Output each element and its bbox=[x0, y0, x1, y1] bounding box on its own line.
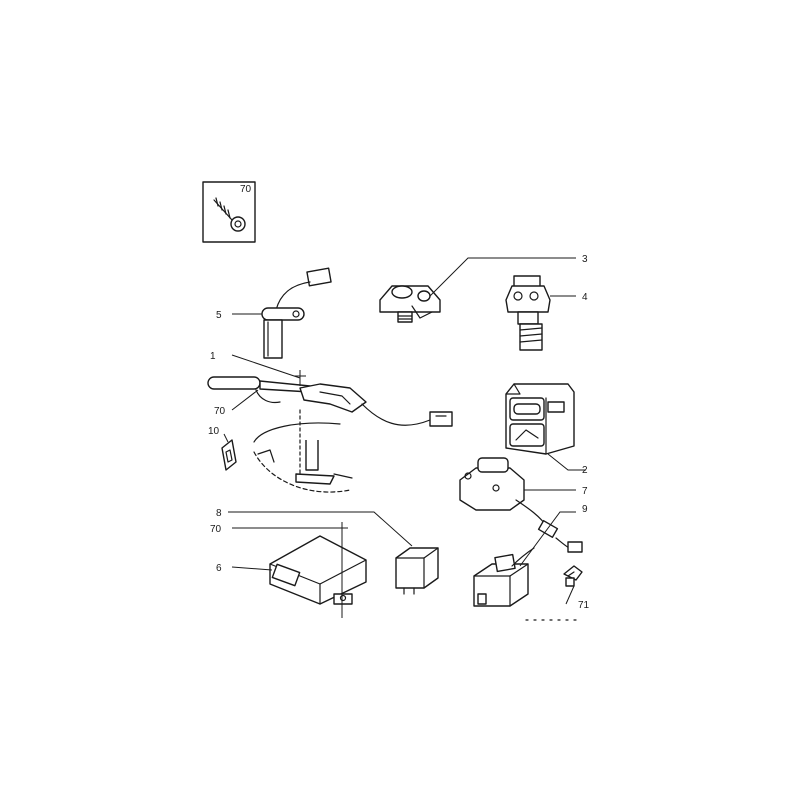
callout-7: 7 bbox=[582, 486, 588, 497]
leader-70-a bbox=[231, 354, 301, 379]
leader-8 bbox=[228, 511, 413, 547]
leader-1 bbox=[231, 389, 259, 411]
clip-icon bbox=[563, 565, 583, 587]
relay-with-lead-icon bbox=[473, 547, 535, 607]
speedometer-drive-icon bbox=[505, 275, 551, 351]
callout-10: 10 bbox=[208, 426, 220, 437]
stalk-switch-icon bbox=[207, 376, 453, 427]
leader-3 bbox=[429, 257, 576, 297]
inertia-switch-icon bbox=[459, 457, 583, 553]
column-shroud bbox=[253, 409, 353, 493]
leader-2 bbox=[547, 453, 586, 471]
callout-71: 71 bbox=[578, 600, 590, 611]
leader-10 bbox=[223, 433, 229, 443]
callout-3: 3 bbox=[582, 254, 588, 265]
callout-6: 6 bbox=[216, 563, 222, 574]
screw-icon bbox=[213, 197, 246, 232]
leader-71 bbox=[565, 585, 575, 605]
relay-icon bbox=[395, 547, 439, 595]
callout-1: 70 bbox=[214, 406, 226, 417]
screw-inset: 70 bbox=[202, 181, 256, 243]
callout-2: 2 bbox=[582, 465, 588, 476]
leader-6 bbox=[231, 566, 273, 571]
callout-70-inset: 70 bbox=[240, 184, 252, 195]
grommet-icon bbox=[221, 439, 237, 471]
crank-sensor-icon bbox=[261, 267, 332, 359]
callout-8: 8 bbox=[216, 508, 222, 519]
callout-70-a: 1 bbox=[210, 351, 216, 362]
callout-5: 5 bbox=[216, 310, 222, 321]
ecu-module-icon bbox=[269, 535, 367, 605]
window-switch-icon bbox=[505, 383, 575, 455]
callout-70-b: 70 bbox=[210, 524, 222, 535]
speed-sensor-icon bbox=[379, 285, 441, 323]
callout-9: 9 bbox=[582, 504, 588, 515]
leader-9 bbox=[519, 511, 576, 567]
callout-4: 4 bbox=[582, 292, 588, 303]
